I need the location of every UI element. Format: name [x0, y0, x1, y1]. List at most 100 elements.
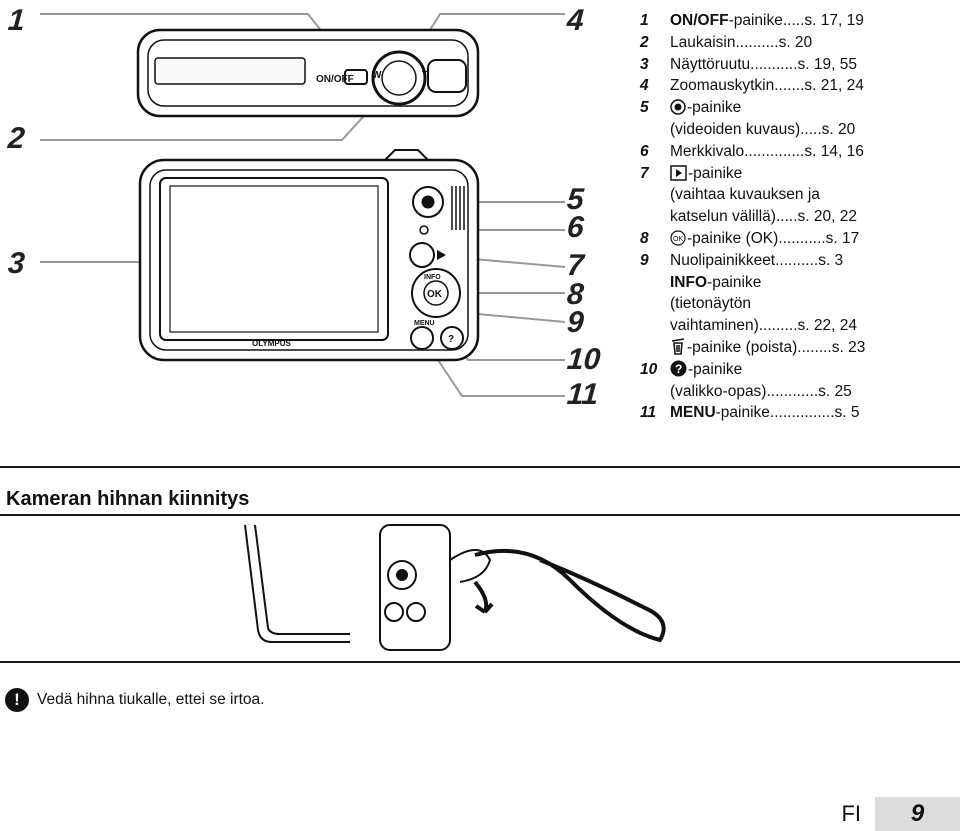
parts-list-item: (videoiden kuvaus).....s. 20: [640, 119, 958, 141]
part-label: vaihtaminen): [670, 317, 759, 335]
part-bold-label: ON/OFF: [670, 12, 729, 29]
parts-list-item: INFO-painike: [640, 272, 958, 294]
leader-11: [427, 344, 565, 397]
part-entry: ON/OFF-painike.....s. 17, 19: [670, 10, 864, 32]
onoff-label: ON/OFF: [316, 74, 354, 85]
part-label: (valikko-opas): [670, 382, 767, 400]
part-number: 9: [640, 251, 649, 269]
parts-list-item: 10?-painike: [640, 359, 958, 381]
part-entry: katselun välillä).....s. 20, 22: [670, 206, 857, 228]
movie-icon: [670, 99, 686, 115]
section-title-underline: [0, 514, 960, 516]
page-footer: FI 9: [841, 797, 960, 831]
part-label: Näyttöruutu: [670, 55, 751, 73]
ok-icon: OK: [670, 230, 686, 246]
part-number: 11: [640, 404, 657, 422]
part-bold-label: INFO: [670, 273, 708, 291]
part-entry: -painike: [670, 97, 741, 119]
strap-illustration: [244, 524, 666, 651]
section-title: Kameran hihnan kiinnitys: [6, 488, 250, 510]
part-label: katselun välillä): [670, 208, 776, 226]
part-label: -painike: [728, 12, 783, 29]
parts-list-item: 6 Merkkivalo..............s. 14, 16: [640, 141, 958, 163]
arrow-icon: [473, 580, 494, 614]
play-icon: [670, 164, 687, 181]
zoom-w-label: W: [372, 70, 382, 81]
part-entry: -painike (poista)........s. 23: [670, 337, 865, 359]
part-entry: Laukaisin..........s. 20: [670, 32, 812, 54]
part-entry: MENU-painike...............s. 5: [670, 402, 860, 424]
page-reference: ...............s. 5: [769, 404, 860, 422]
part-label: Laukaisin: [670, 33, 736, 51]
part-number: [640, 381, 670, 403]
camera-side: [379, 524, 451, 651]
warning-icon: !: [5, 688, 29, 712]
part-number: 1: [640, 12, 649, 29]
page-reference: ............s. 25: [766, 382, 852, 400]
section-divider: [0, 466, 960, 468]
part-label: (videoiden kuvaus): [670, 120, 801, 138]
part-number: 4: [640, 77, 649, 95]
part-label: -painike (OK): [687, 229, 779, 247]
part-label: (vaihtaa kuvauksen ja: [670, 186, 820, 204]
info-label: INFO: [424, 274, 441, 281]
part-entry: Merkkivalo..............s. 14, 16: [670, 141, 864, 163]
part-entry: (videoiden kuvaus).....s. 20: [670, 119, 855, 141]
part-number: [640, 206, 670, 228]
part-number: [640, 119, 670, 141]
camera-back-view: OLYMPUS OK INFO MENU ?: [138, 149, 480, 362]
page-reference: ...........s. 19, 55: [750, 55, 857, 73]
part-entry: INFO-painike: [670, 272, 761, 294]
part-number: 10: [640, 360, 658, 378]
parts-list-item: 11 MENU-painike...............s. 5: [640, 402, 958, 424]
svg-text:OK: OK: [673, 236, 683, 243]
parts-list-item: -painike (poista)........s. 23: [640, 337, 958, 359]
part-label: -painike: [687, 99, 742, 117]
strap-loop: [449, 549, 492, 583]
camera-body-edge: [244, 524, 350, 643]
part-entry: -painike: [670, 163, 742, 185]
part-label: -painike: [715, 404, 770, 422]
part-label: Merkkivalo: [670, 142, 745, 160]
part-entry: vaihtaminen).........s. 22, 24: [670, 315, 857, 337]
part-label: -painike: [688, 164, 743, 182]
part-number: [640, 293, 670, 315]
part-number: 3: [640, 55, 649, 73]
parts-list-item: 4 Zoomauskytkin.......s. 21, 24: [640, 75, 958, 97]
page-reference: ..........s. 3: [775, 251, 844, 269]
page-reference: .....s. 20, 22: [775, 208, 857, 226]
part-label: -painike: [688, 360, 743, 378]
part-number: [640, 315, 670, 337]
help-icon: ?: [670, 360, 687, 377]
part-number: 7: [640, 164, 649, 182]
ok-label: OK: [427, 289, 443, 300]
brand-logo: OLYMPUS: [252, 339, 291, 348]
part-label: -painike (poista): [687, 338, 798, 356]
part-entry: ?-painike: [670, 359, 742, 381]
note-text: Vedä hihna tiukalle, ettei se irtoa.: [37, 691, 265, 708]
part-label: -painike: [707, 273, 762, 291]
part-bold-label: MENU: [670, 404, 716, 422]
part-entry: (valikko-opas)............s. 25: [670, 381, 852, 403]
part-label: Nuolipainikkeet: [670, 251, 776, 269]
page-reference: .......s. 21, 24: [774, 77, 864, 95]
page-reference: ...........s. 17: [778, 229, 860, 247]
page-number: 9: [875, 797, 960, 831]
trash-icon: [671, 338, 685, 355]
help-label: ?: [448, 334, 454, 345]
part-entry: (vaihtaa kuvauksen ja: [670, 184, 820, 206]
parts-list-item: (valikko-opas)............s. 25: [640, 381, 958, 403]
parts-list-item: (vaihtaa kuvauksen ja: [640, 184, 958, 206]
part-label: (tietonäytön: [670, 295, 751, 313]
page-reference: ..............s. 14, 16: [744, 142, 864, 160]
language-code: FI: [841, 801, 861, 826]
part-number: 6: [640, 142, 649, 160]
part-entry: Nuolipainikkeet..........s. 3: [670, 250, 843, 272]
part-entry: OK -painike (OK)...........s. 17: [670, 228, 859, 250]
part-number: [640, 272, 670, 294]
part-entry: Zoomauskytkin.......s. 21, 24: [670, 75, 864, 97]
part-number: 5: [640, 99, 649, 117]
